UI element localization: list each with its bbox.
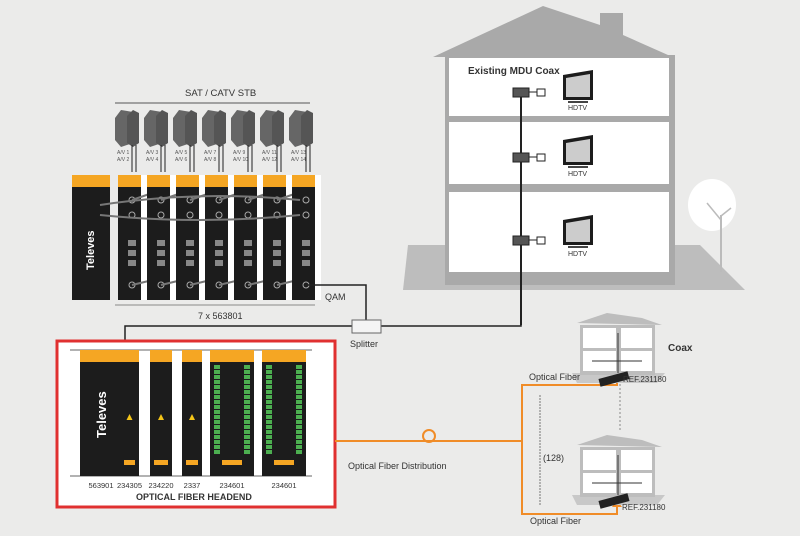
mdu-title: Existing MDU Coax — [468, 66, 560, 77]
rf-loop-cable — [99, 195, 301, 206]
qam-rack-caption: 7 x 563801 — [198, 311, 243, 321]
coax-tap — [512, 152, 546, 163]
av-port-label: A/V 13 — [291, 150, 307, 156]
av-port-label: A/V 2 — [117, 157, 130, 163]
house-icon — [572, 435, 665, 509]
house-icon — [572, 313, 665, 387]
av-port-label: A/V 1 — [117, 150, 130, 156]
mdu-floor-2 — [449, 122, 669, 184]
av-port-label: A/V 7 — [204, 150, 217, 156]
set-top-box — [231, 110, 255, 172]
av-port-label: A/V 6 — [175, 157, 188, 163]
fiber-distribution-label: Optical Fiber Distribution — [348, 461, 447, 471]
qam-module[interactable] — [234, 175, 263, 300]
module-code-label: 2337 — [183, 481, 201, 490]
qam-module[interactable] — [118, 175, 147, 300]
tv-icon — [563, 135, 593, 168]
brand-logo: Televes — [85, 230, 97, 270]
qam-base-module[interactable]: Televes — [72, 175, 110, 300]
fiber-branch-bottom — [521, 441, 618, 515]
qam-module[interactable] — [292, 175, 321, 300]
brand-logo: Televes — [94, 391, 109, 438]
optical-module[interactable] — [120, 350, 139, 476]
av-port-label: A/V 11 — [262, 150, 277, 156]
tree-icon — [688, 179, 736, 272]
qam-module[interactable] — [147, 175, 176, 300]
set-top-box — [202, 110, 226, 172]
module-code-label: 234601 — [271, 481, 297, 490]
stb-group-title: SAT / CATV STB — [185, 88, 257, 99]
qam-module[interactable] — [263, 175, 292, 300]
qam-module[interactable] — [176, 175, 205, 300]
optical-module[interactable] — [80, 350, 122, 476]
av-port-label: A/V 10 — [233, 157, 249, 163]
optical-receiver — [598, 493, 630, 509]
fiber-count-label: (128) — [543, 453, 565, 463]
qam-output-cable — [305, 284, 367, 321]
coax-network-label: Coax — [668, 343, 693, 354]
fiber-label-top: Optical Fiber — [529, 372, 581, 382]
module-code-label: 234601 — [219, 481, 245, 490]
house-ref-top: REF.231180 — [623, 375, 667, 384]
optical-module[interactable] — [182, 350, 202, 476]
set-top-box — [144, 110, 168, 172]
coax-tap — [512, 87, 546, 98]
optical-module[interactable] — [262, 350, 306, 476]
set-top-box — [289, 110, 313, 172]
optical-module[interactable] — [210, 350, 254, 476]
optical-headend-title: OPTICAL FIBER HEADEND — [136, 492, 252, 502]
module-code-label: 563901 — [88, 481, 114, 490]
rf-loop-cable — [99, 214, 301, 221]
module-code-label: 234220 — [148, 481, 174, 490]
qam-output-label: QAM — [325, 292, 346, 302]
set-top-box — [115, 110, 139, 172]
splitter[interactable] — [351, 319, 382, 334]
mdu-floor-1 — [449, 58, 669, 116]
house-ref-bottom: REF.231180 — [622, 503, 666, 512]
hdtv-label: HDTV — [568, 251, 588, 258]
hdtv-label: HDTV — [568, 105, 588, 112]
av-port-label: A/V 5 — [175, 150, 188, 156]
av-port-label: A/V 8 — [204, 157, 217, 163]
splitter-to-mdu-cable — [381, 320, 522, 327]
tv-icon — [563, 215, 593, 248]
module-code-label: 234305 — [116, 481, 143, 490]
tv-icon — [563, 70, 593, 103]
mdu-roof — [433, 6, 668, 57]
fiber-coil-icon — [422, 429, 436, 443]
qam-module[interactable] — [205, 175, 234, 300]
set-top-box — [260, 110, 284, 172]
optical-receiver — [598, 371, 630, 387]
coax-tap — [512, 235, 546, 246]
av-port-label: A/V 9 — [233, 150, 246, 156]
splitter-to-headend-cable — [124, 325, 352, 343]
av-port-label: A/V 4 — [146, 157, 159, 163]
mdu-floor-3 — [449, 192, 669, 272]
av-port-label: A/V 12 — [262, 157, 278, 163]
optical-module[interactable] — [150, 350, 172, 476]
splitter-label: Splitter — [350, 339, 379, 349]
av-port-label: A/V 3 — [146, 150, 159, 156]
fiber-label-bottom: Optical Fiber — [530, 516, 582, 526]
av-port-label: A/V 14 — [291, 157, 307, 163]
hdtv-label: HDTV — [568, 171, 588, 178]
mdu-building — [403, 6, 745, 290]
set-top-box — [173, 110, 197, 172]
